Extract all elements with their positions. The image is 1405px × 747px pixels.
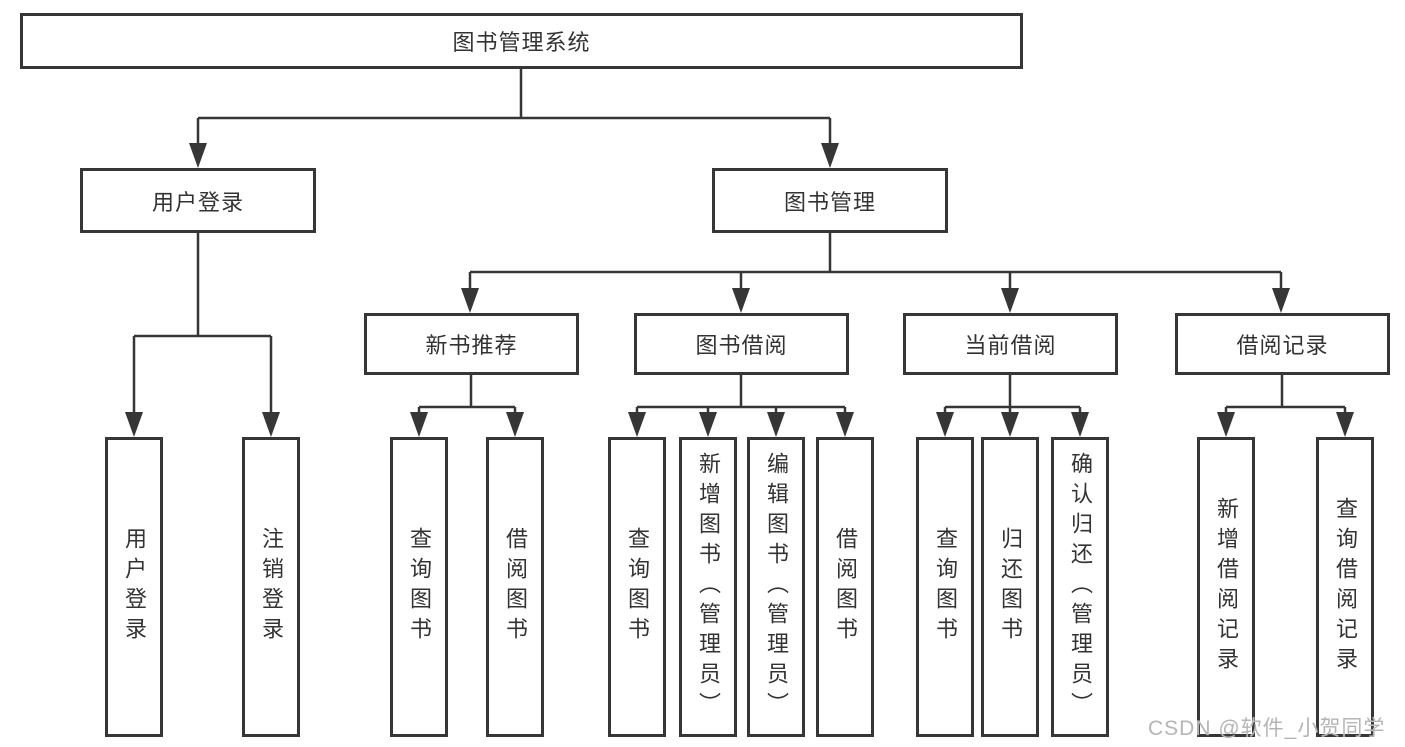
- leaf-query-books-current: 查询图书: [916, 437, 974, 737]
- leaf-confirm-return-admin: 确认归还（管理员）: [1051, 437, 1109, 737]
- node-current-borrow: 当前借阅: [903, 313, 1118, 375]
- leaf-query-borrow-record: 查询借阅记录: [1316, 437, 1374, 737]
- node-borrow-records: 借阅记录: [1175, 313, 1390, 375]
- node-label: 当前借阅: [964, 333, 1057, 358]
- leaf-query-books-recommend: 查询图书: [390, 437, 448, 737]
- node-label: 图书管理: [783, 189, 876, 215]
- leaf-user-login: 用户登录: [105, 437, 163, 737]
- leaf-label: 用户登录: [122, 527, 147, 647]
- leaf-query-books-borrow: 查询图书: [608, 437, 666, 737]
- leaf-label: 注销登录: [259, 527, 284, 647]
- leaf-edit-books-admin: 编辑图书（管理员）: [747, 437, 805, 737]
- node-label: 图书借阅: [695, 333, 788, 358]
- node-new-book-recommend: 新书推荐: [364, 313, 579, 375]
- node-label: 借阅记录: [1236, 333, 1329, 358]
- node-user-login: 用户登录: [80, 168, 316, 233]
- node-label: 新书推荐: [425, 333, 518, 358]
- leaf-add-books-admin: 新增图书（管理员）: [679, 437, 737, 737]
- leaf-label: 查询借阅记录: [1333, 497, 1358, 677]
- csdn-watermark: CSDN @软件_小贺同学: [1148, 717, 1386, 740]
- leaf-label: 查询图书: [933, 527, 958, 647]
- leaf-label: 查询图书: [625, 527, 650, 647]
- leaf-label: 归还图书: [998, 527, 1023, 647]
- node-book-management: 图书管理: [712, 168, 948, 233]
- leaf-label: 编辑图书（管理员）: [764, 452, 789, 722]
- leaf-add-borrow-record: 新增借阅记录: [1197, 437, 1255, 737]
- leaf-label: 借阅图书: [833, 527, 858, 647]
- leaf-borrow-books-recommend: 借阅图书: [486, 437, 544, 737]
- leaf-borrow-books: 借阅图书: [816, 437, 874, 737]
- leaf-label: 新增借阅记录: [1214, 497, 1239, 677]
- leaf-label: 借阅图书: [503, 527, 528, 647]
- leaf-label: 查询图书: [407, 527, 432, 647]
- leaf-return-books: 归还图书: [981, 437, 1039, 737]
- leaf-label: 新增图书（管理员）: [696, 452, 721, 722]
- node-label: 用户登录: [151, 189, 244, 215]
- node-label: 图书管理系统: [452, 30, 591, 55]
- leaf-label: 确认归还（管理员）: [1068, 452, 1093, 722]
- node-book-borrow: 图书借阅: [634, 313, 849, 375]
- leaf-logout: 注销登录: [242, 437, 300, 737]
- node-root: 图书管理系统: [20, 13, 1023, 69]
